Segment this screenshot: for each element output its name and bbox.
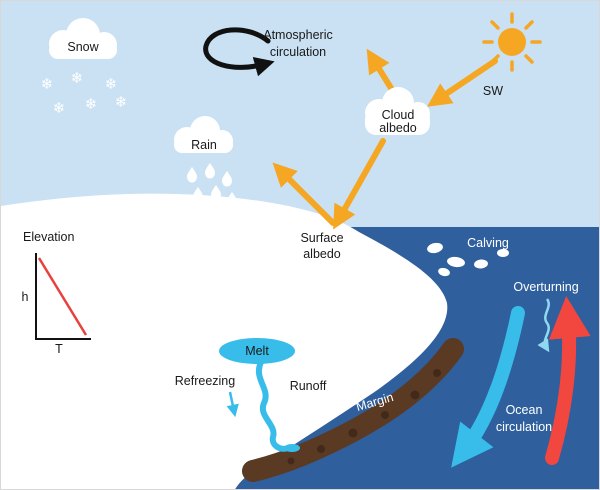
atmospheric-circulation-label-line2: circulation (270, 45, 326, 59)
raindrop-icon (193, 187, 203, 203)
ice-chunk-icon (438, 267, 450, 277)
ocean-circulation-up-arrow-icon (545, 296, 591, 465)
atmospheric-circulation-arrow-icon (203, 27, 275, 77)
runoff-pool (284, 444, 300, 452)
overturning-wavy-arrow-icon (537, 298, 550, 353)
surface-reflected-arrow-icon (272, 162, 336, 226)
calving-ice-chunks (427, 242, 509, 277)
ocean-circulation-label-line2: circulation (496, 420, 552, 434)
snowflakes: ❄ ❄ ❄ ❄ ❄ ❄ (41, 69, 128, 117)
snowflake-icon: ❄ (105, 75, 118, 93)
surface-albedo-label-line1: Surface (300, 231, 343, 245)
raindrop-icon (205, 163, 215, 179)
sw-label: SW (483, 84, 503, 98)
ice-chunk-icon (447, 256, 465, 268)
refreezing-arrow-icon (226, 391, 239, 418)
cloud-to-surface-arrow-icon (333, 138, 386, 230)
runoff-stream (256, 359, 291, 452)
elevation-graph: Elevation h T (22, 230, 91, 356)
snowflake-icon: ❄ (53, 99, 66, 117)
overturning-label: Overturning (513, 280, 578, 294)
snowflake-icon: ❄ (71, 69, 84, 87)
refreezing-label: Refreezing (175, 374, 235, 388)
sun-to-cloud-arrow-icon (427, 58, 498, 107)
raindrop-icon (222, 171, 232, 187)
melt-pond: Melt (219, 338, 295, 364)
ocean-circulation-label-line1: Ocean (506, 403, 543, 417)
rain-label: Rain (191, 138, 217, 152)
sun-icon (482, 12, 542, 72)
margin-texture (287, 369, 441, 465)
snowflake-icon: ❄ (115, 93, 128, 111)
ice-sheet-region (1, 193, 448, 489)
raindrop-icon (211, 185, 221, 201)
elevation-label: Elevation (23, 230, 74, 244)
ocean-circulation-down-arrow-icon (451, 306, 525, 468)
surface-albedo-label-line2: albedo (303, 247, 341, 261)
calving-label: Calving (467, 236, 509, 250)
ice-chunk-icon (474, 259, 488, 269)
cloud-albedo-label-line1: Cloud (382, 108, 415, 122)
raindrops (187, 163, 237, 208)
ice-chunk-icon (427, 242, 443, 254)
ice-chunk-icon (497, 249, 509, 257)
axis-h-label: h (22, 290, 29, 304)
snow-cloud: Snow (49, 18, 117, 59)
axis-t-label: T (55, 342, 63, 356)
snow-label: Snow (67, 40, 99, 54)
elevation-curve (37, 257, 88, 336)
raindrop-icon (187, 167, 197, 183)
runoff-label: Runoff (290, 379, 327, 393)
snowflake-icon: ❄ (85, 95, 98, 113)
cloud-albedo-cloud: Cloud albedo (365, 87, 430, 135)
rain-cloud: Rain (174, 116, 233, 153)
raindrop-icon (227, 192, 237, 208)
elevation-axes (35, 253, 91, 340)
snowflake-icon: ❄ (41, 75, 54, 93)
melt-label: Melt (245, 344, 269, 358)
atmospheric-circulation-label-line1: Atmospheric (263, 28, 332, 42)
cloud-albedo-label-line2: albedo (379, 121, 417, 135)
